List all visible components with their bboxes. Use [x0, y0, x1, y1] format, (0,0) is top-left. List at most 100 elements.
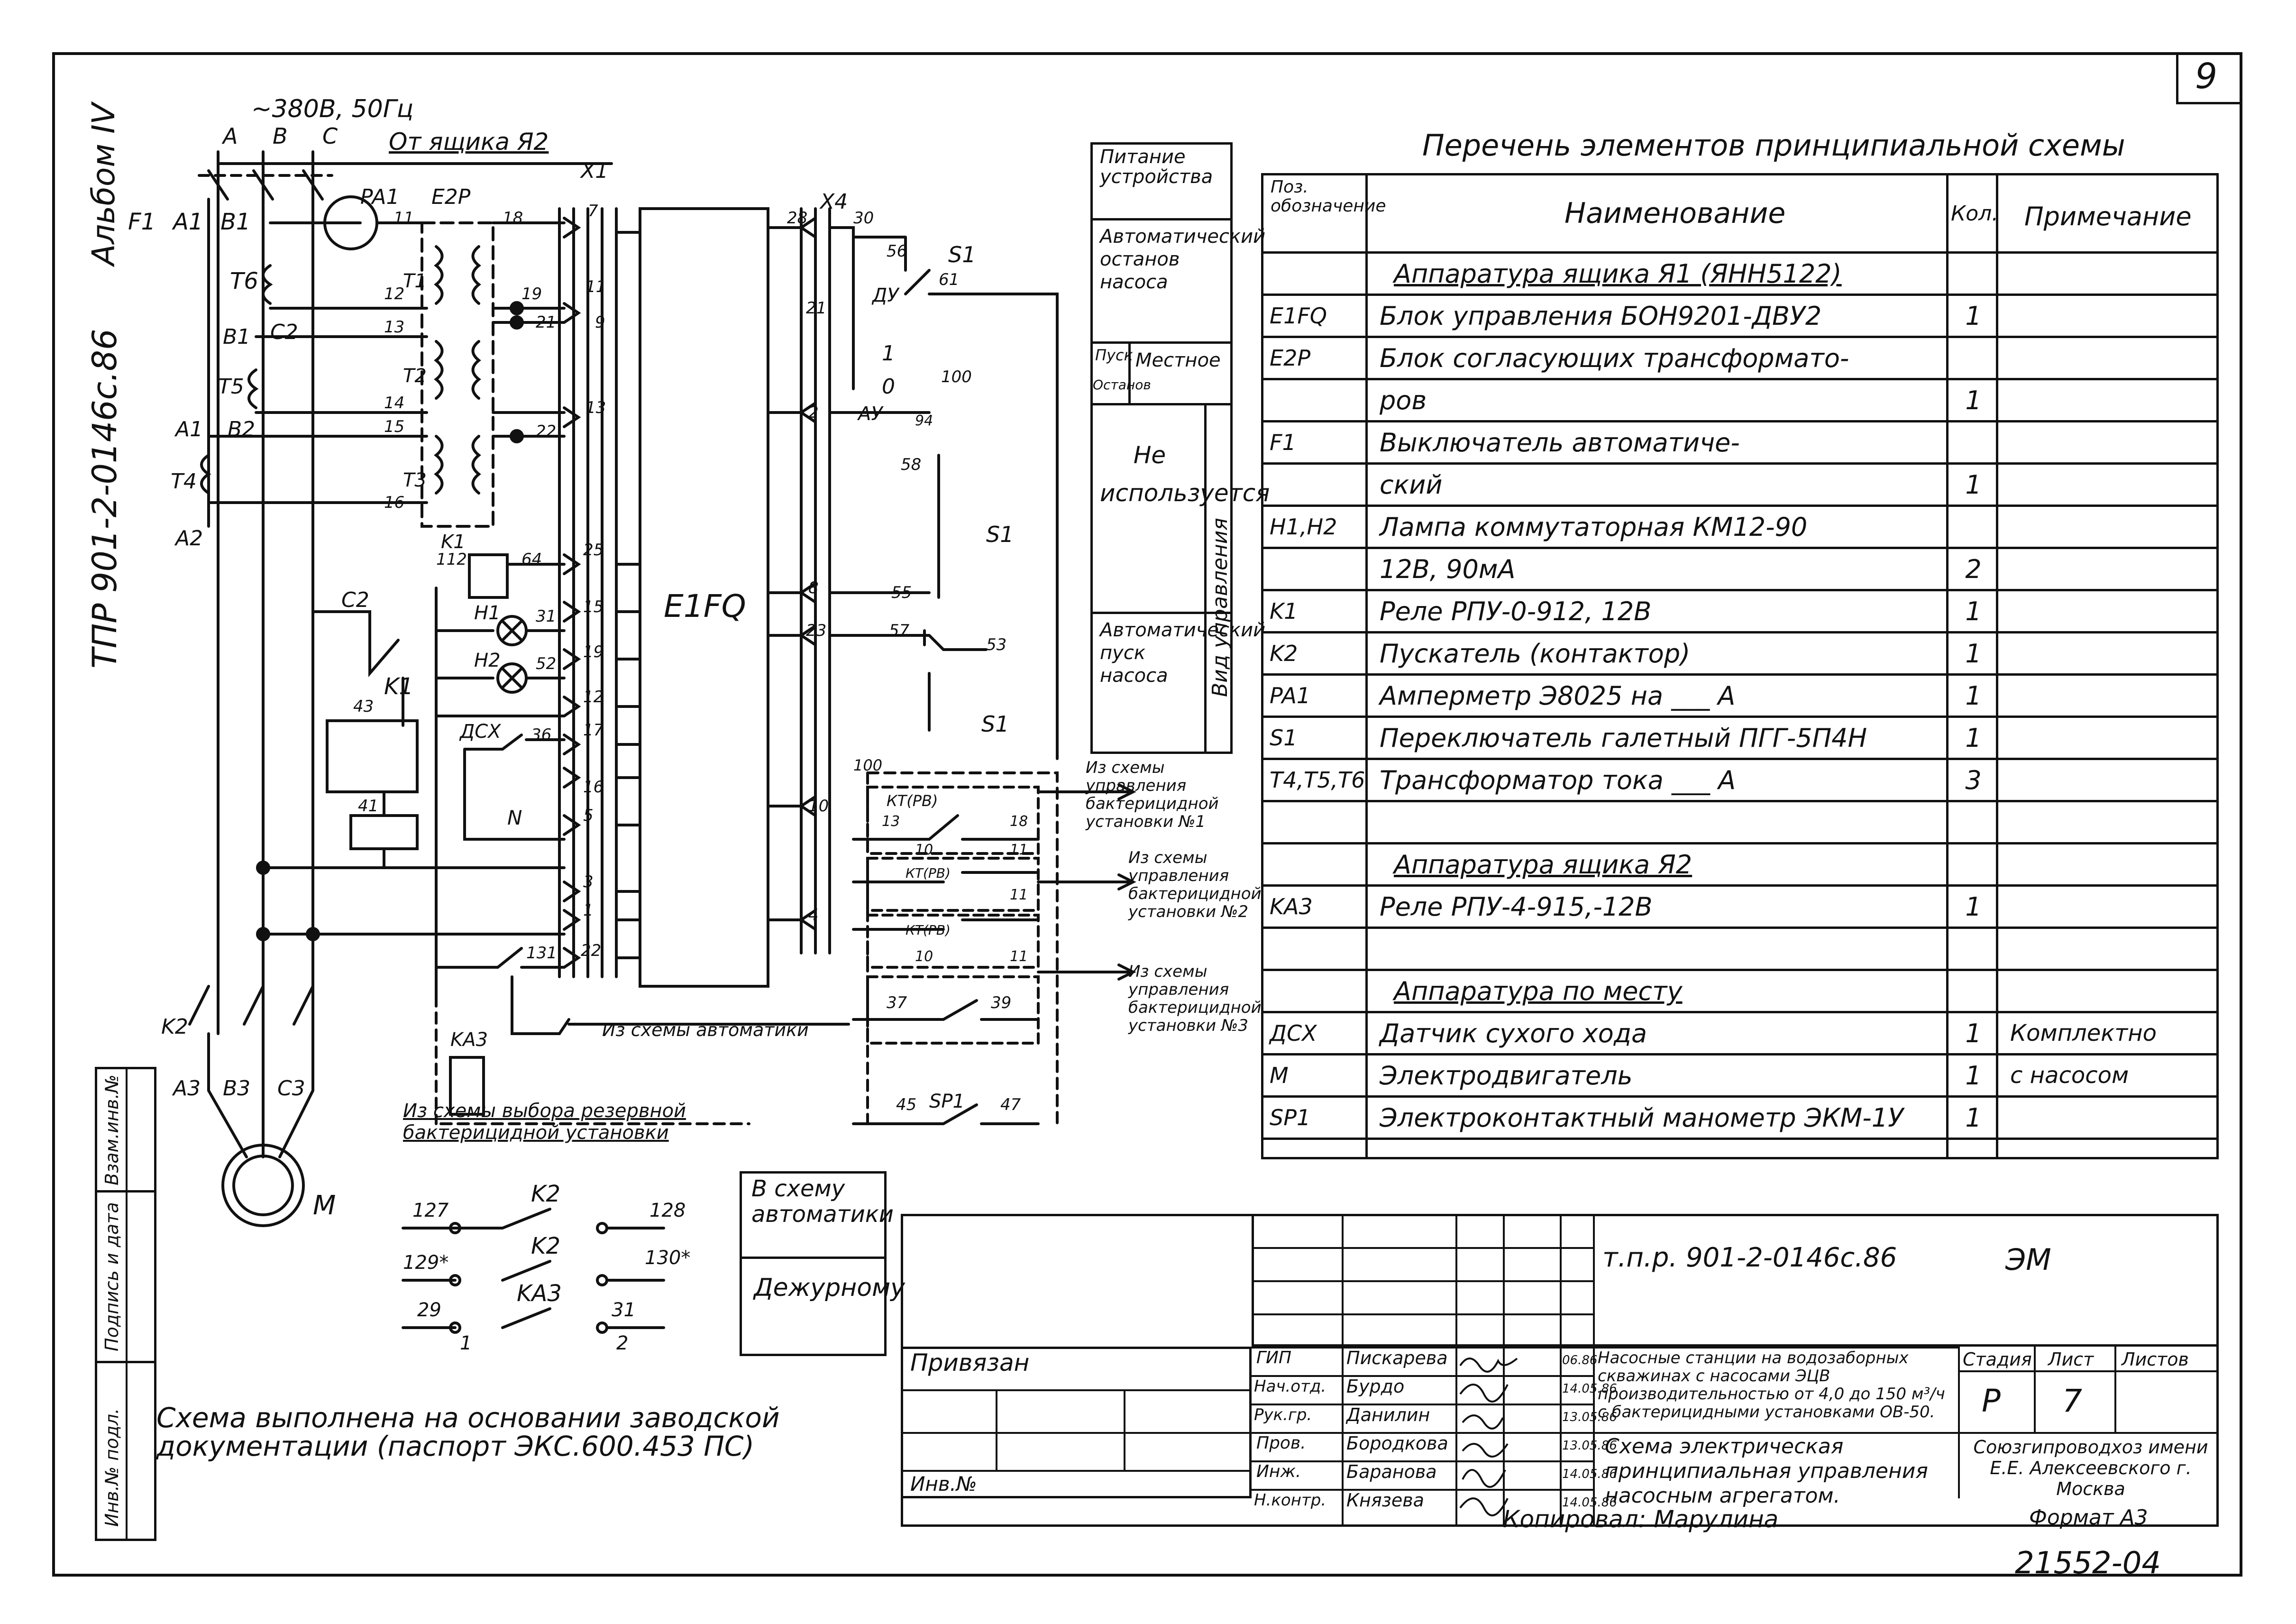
- label-KA3-contact: KA3: [517, 1280, 562, 1307]
- note-from-reserve: Из схемы выбора резервной бактерицидной …: [403, 1100, 686, 1144]
- label-N: N: [507, 806, 522, 829]
- contact-127-128: [402, 1208, 665, 1229]
- wire-num: 14: [384, 394, 405, 413]
- label-S1c: S1: [981, 711, 1009, 737]
- label-PA1: PA1: [360, 185, 400, 209]
- date-3: 13.05.86: [1562, 1410, 1617, 1424]
- row-position: E1FQ: [1270, 303, 1327, 329]
- grid-line: [1252, 1489, 1593, 1491]
- wire-num: 36: [531, 725, 552, 744]
- e2p-block: [421, 221, 494, 528]
- col-div-pos: [1365, 173, 1368, 1159]
- mode-table-div: [1090, 612, 1233, 614]
- role-checked: Пров.: [1256, 1433, 1306, 1453]
- from-box-label: От ящика Я2: [389, 128, 549, 156]
- wire-num: 16: [583, 778, 604, 797]
- motor-leads: [207, 1032, 314, 1158]
- signature: [1462, 1443, 1509, 1458]
- col-div-note: [1996, 173, 1998, 1159]
- mode-table-div: [1090, 218, 1233, 220]
- wire-num: 13: [585, 398, 606, 417]
- header-name: Наименование: [1564, 197, 1786, 230]
- wire-num: 16: [384, 493, 405, 512]
- grid-line: [1252, 1247, 1593, 1249]
- label-C2b: C2: [341, 588, 369, 612]
- name-5: Баранова: [1346, 1461, 1437, 1482]
- label-KT3: КТ(РВ): [906, 922, 951, 938]
- x4-strip: [800, 207, 831, 954]
- label-SP1: SP1: [929, 1091, 965, 1112]
- wire-num: 47: [1000, 1095, 1021, 1114]
- s1-mid: [828, 411, 988, 651]
- dcx-circuit: [463, 734, 566, 841]
- grid-line: [1958, 1370, 2219, 1372]
- t4-coil: [200, 454, 211, 495]
- ka3-coil: [449, 1056, 485, 1116]
- pa1-wires: [207, 221, 428, 504]
- row-name: Реле РПУ-4-915,-12В: [1380, 891, 1653, 922]
- kt-box-4: [866, 975, 1040, 1045]
- x1-strip: [558, 207, 618, 978]
- label-T5: T5: [218, 375, 244, 399]
- drawing-title: Схема электрическая принципиальная управ…: [1605, 1434, 1928, 1508]
- wire-num: 19: [521, 284, 542, 303]
- wire-num: 39: [991, 993, 1012, 1012]
- header-note: Примечание: [2024, 202, 2192, 231]
- signature: [1462, 1469, 1506, 1488]
- inv-no-label: Инв.№: [910, 1472, 977, 1496]
- label-KT1: КТ(РВ): [887, 792, 938, 810]
- row-quantity: 1: [1965, 1102, 1982, 1133]
- date-2: 14.05.86: [1562, 1382, 1617, 1396]
- row-section-title: Аппаратура ящика Я2: [1394, 849, 1692, 880]
- relay-k1-coil: [468, 553, 509, 599]
- table-row: Аппаратура ящика Я1 (ЯНН5122): [1261, 254, 2219, 296]
- role-head: Нач.отд.: [1254, 1377, 1326, 1396]
- k2-contacts: [188, 985, 314, 1026]
- wire-num: 18: [1010, 813, 1028, 830]
- label-A1: A1: [173, 209, 203, 235]
- row-section-title: Аппаратура ящика Я1 (ЯНН5122): [1394, 258, 1842, 289]
- ka3-dashed: [435, 994, 750, 1125]
- doc-code: т.п.р. 901-2-0146с.86: [1602, 1242, 1897, 1273]
- wire-num: 61: [939, 270, 960, 289]
- grid-line: [1252, 1313, 1593, 1315]
- wire-num: 8: [808, 578, 819, 597]
- row-name: Реле РПУ-0-912, 12В: [1380, 596, 1652, 626]
- row-quantity: 1: [1965, 1018, 1982, 1048]
- row-name: ров: [1380, 385, 1427, 415]
- x1-arrows: [563, 217, 581, 969]
- sp1-contact: [852, 1103, 1040, 1125]
- mode-table-div: [1090, 403, 1233, 405]
- kt-box-3: [866, 914, 1040, 969]
- kt-box-2: [866, 857, 1040, 912]
- wire-num: 19: [583, 642, 604, 661]
- to-automatics-div: [740, 1257, 887, 1259]
- row-quantity: 1: [1965, 680, 1982, 711]
- row-quantity: 3: [1965, 765, 1982, 795]
- mode-table: [1090, 142, 1233, 754]
- wire-num: 52: [536, 654, 557, 673]
- elements-list-title: Перечень элементов принципиальной схемы: [1422, 128, 2125, 163]
- label-T6: T6: [230, 268, 258, 294]
- sheet-label: Лист: [2048, 1349, 2094, 1370]
- row-name: 12В, 90мА: [1380, 554, 1516, 584]
- grid-line: [1593, 1214, 1595, 1527]
- table-header-line: [1261, 251, 2219, 254]
- row-quantity: 1: [1965, 596, 1982, 626]
- wire-num: 56: [887, 242, 907, 261]
- wire-num: 21: [536, 313, 557, 332]
- wire-num: 112: [436, 550, 467, 569]
- label-S1a: S1: [948, 242, 976, 267]
- label-E2P: E2P: [431, 185, 471, 209]
- wire-num: 2: [808, 403, 819, 422]
- wire-num: 45: [896, 1095, 917, 1114]
- row-quantity: 1: [1965, 891, 1982, 922]
- format: Формат А3: [2029, 1505, 2148, 1530]
- elements-table: [1261, 173, 2219, 1159]
- wire-num: 7: [588, 202, 598, 220]
- node-19: [510, 301, 524, 315]
